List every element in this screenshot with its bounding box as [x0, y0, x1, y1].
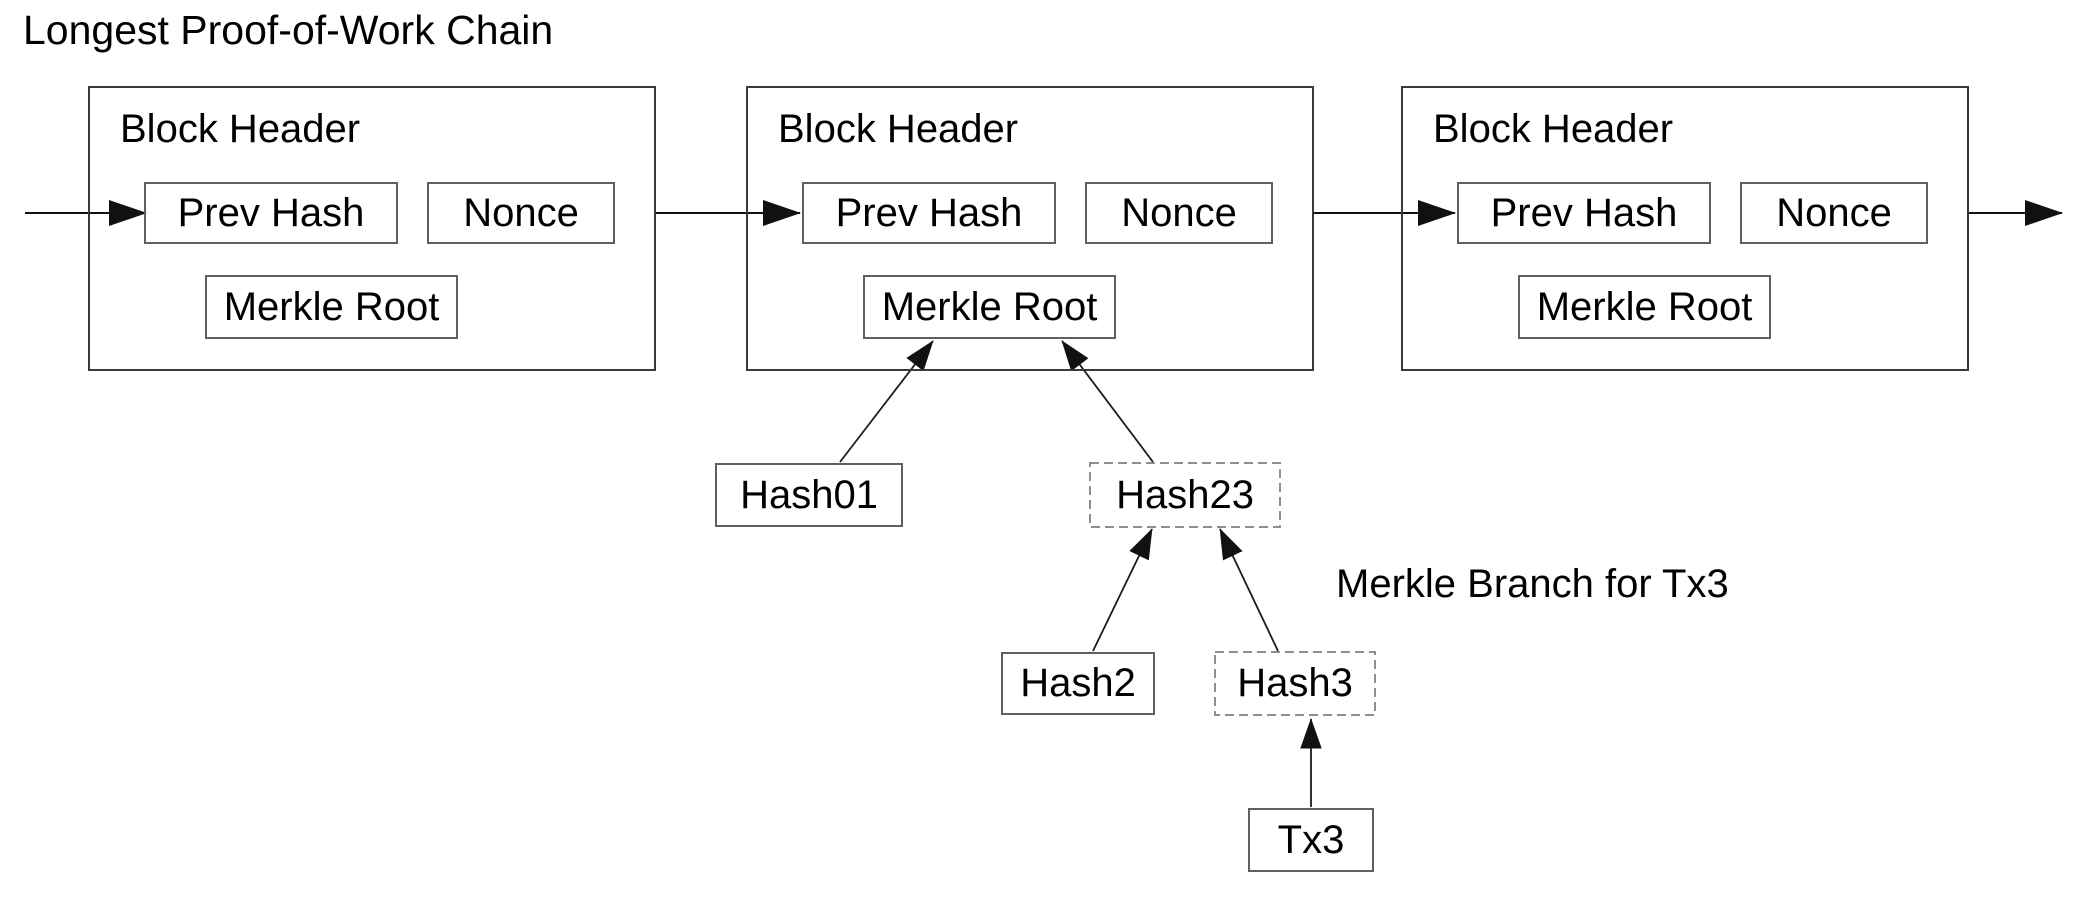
hash2-box: Hash2: [1001, 652, 1155, 715]
block-1-merkle-root-box: Merkle Root: [205, 275, 458, 339]
hash3-box: Hash3: [1237, 661, 1353, 705]
tx3-box: Tx3: [1248, 808, 1374, 872]
block-1-prev-hash-box: Prev Hash: [144, 182, 398, 244]
edge-hash01-to-merkle-root: [839, 340, 934, 463]
hash01-box: Hash01: [715, 463, 903, 527]
block-3-nonce-box: Nonce: [1740, 182, 1928, 244]
edge-hash23-to-merkle-root: [1061, 340, 1154, 463]
block-1-nonce-box: Nonce: [427, 182, 615, 244]
merkle-branch-annotation: Merkle Branch for Tx3: [1336, 562, 1729, 606]
diagram-title: Longest Proof-of-Work Chain: [23, 7, 554, 53]
hash23-dashed-border: [1089, 462, 1281, 528]
block-1-header-label: Block Header: [120, 107, 361, 151]
block-2: Block Header Prev Hash Nonce Merkle Root: [746, 86, 1314, 371]
block-2-header-label: Block Header: [778, 107, 1019, 151]
block-1: Block Header Prev Hash Nonce Merkle Root: [88, 86, 656, 371]
hash23-box: Hash23: [1116, 472, 1254, 517]
block-2-prev-hash-box: Prev Hash: [802, 182, 1056, 244]
block-3: Block Header Prev Hash Nonce Merkle Root: [1401, 86, 1969, 371]
block-3-prev-hash-box: Prev Hash: [1457, 182, 1711, 244]
edge-hash3-to-hash23: [1219, 528, 1279, 652]
edge-hash2-to-hash23: [1092, 528, 1153, 652]
hash3-dashed-border: [1214, 651, 1376, 716]
block-3-header-label: Block Header: [1433, 107, 1674, 151]
block-2-merkle-root-box: Merkle Root: [863, 275, 1116, 339]
block-2-nonce-box: Nonce: [1085, 182, 1273, 244]
block-3-merkle-root-box: Merkle Root: [1518, 275, 1771, 339]
